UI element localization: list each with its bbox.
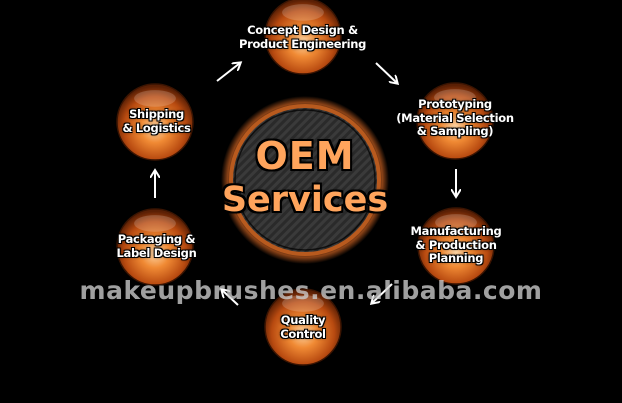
center-disc: [221, 96, 389, 264]
arrow-layer: [155, 62, 456, 306]
node-label-shipping: Shipping & Logistics: [122, 107, 191, 135]
orb-prototyping: [416, 82, 494, 160]
node-label-quality-control: Quality Control: [280, 313, 326, 341]
center-title-services: Services: [221, 180, 389, 220]
arrow-quality-to-packaging: [222, 290, 239, 306]
orb-shipping: [116, 83, 194, 161]
center-title-oem: OEM: [255, 134, 355, 178]
arrow-concept-to-prototyping: [375, 62, 397, 83]
watermark-text: makeupbrushes.en.alibaba.com: [79, 276, 543, 305]
orb-quality: [264, 288, 342, 366]
orb-layer: [116, 0, 495, 366]
node-label-packaging: Packaging & Label Design: [116, 232, 197, 260]
orb-packaging: [116, 208, 194, 286]
node-label-prototyping: Prototyping (Material Selection & Sampli…: [396, 97, 514, 138]
center-carbon-disc: [229, 104, 381, 256]
orb-manufacturing: [417, 207, 495, 285]
arrow-shipping-to-concept: [216, 63, 240, 82]
node-label-concept-design: Concept Design & Product Engineering: [238, 23, 367, 51]
node-label-manufacturing: Manufacturing & Production Planning: [410, 224, 502, 265]
arrow-manufacturing-to-quality: [372, 283, 393, 303]
orb-concept: [264, 0, 342, 75]
